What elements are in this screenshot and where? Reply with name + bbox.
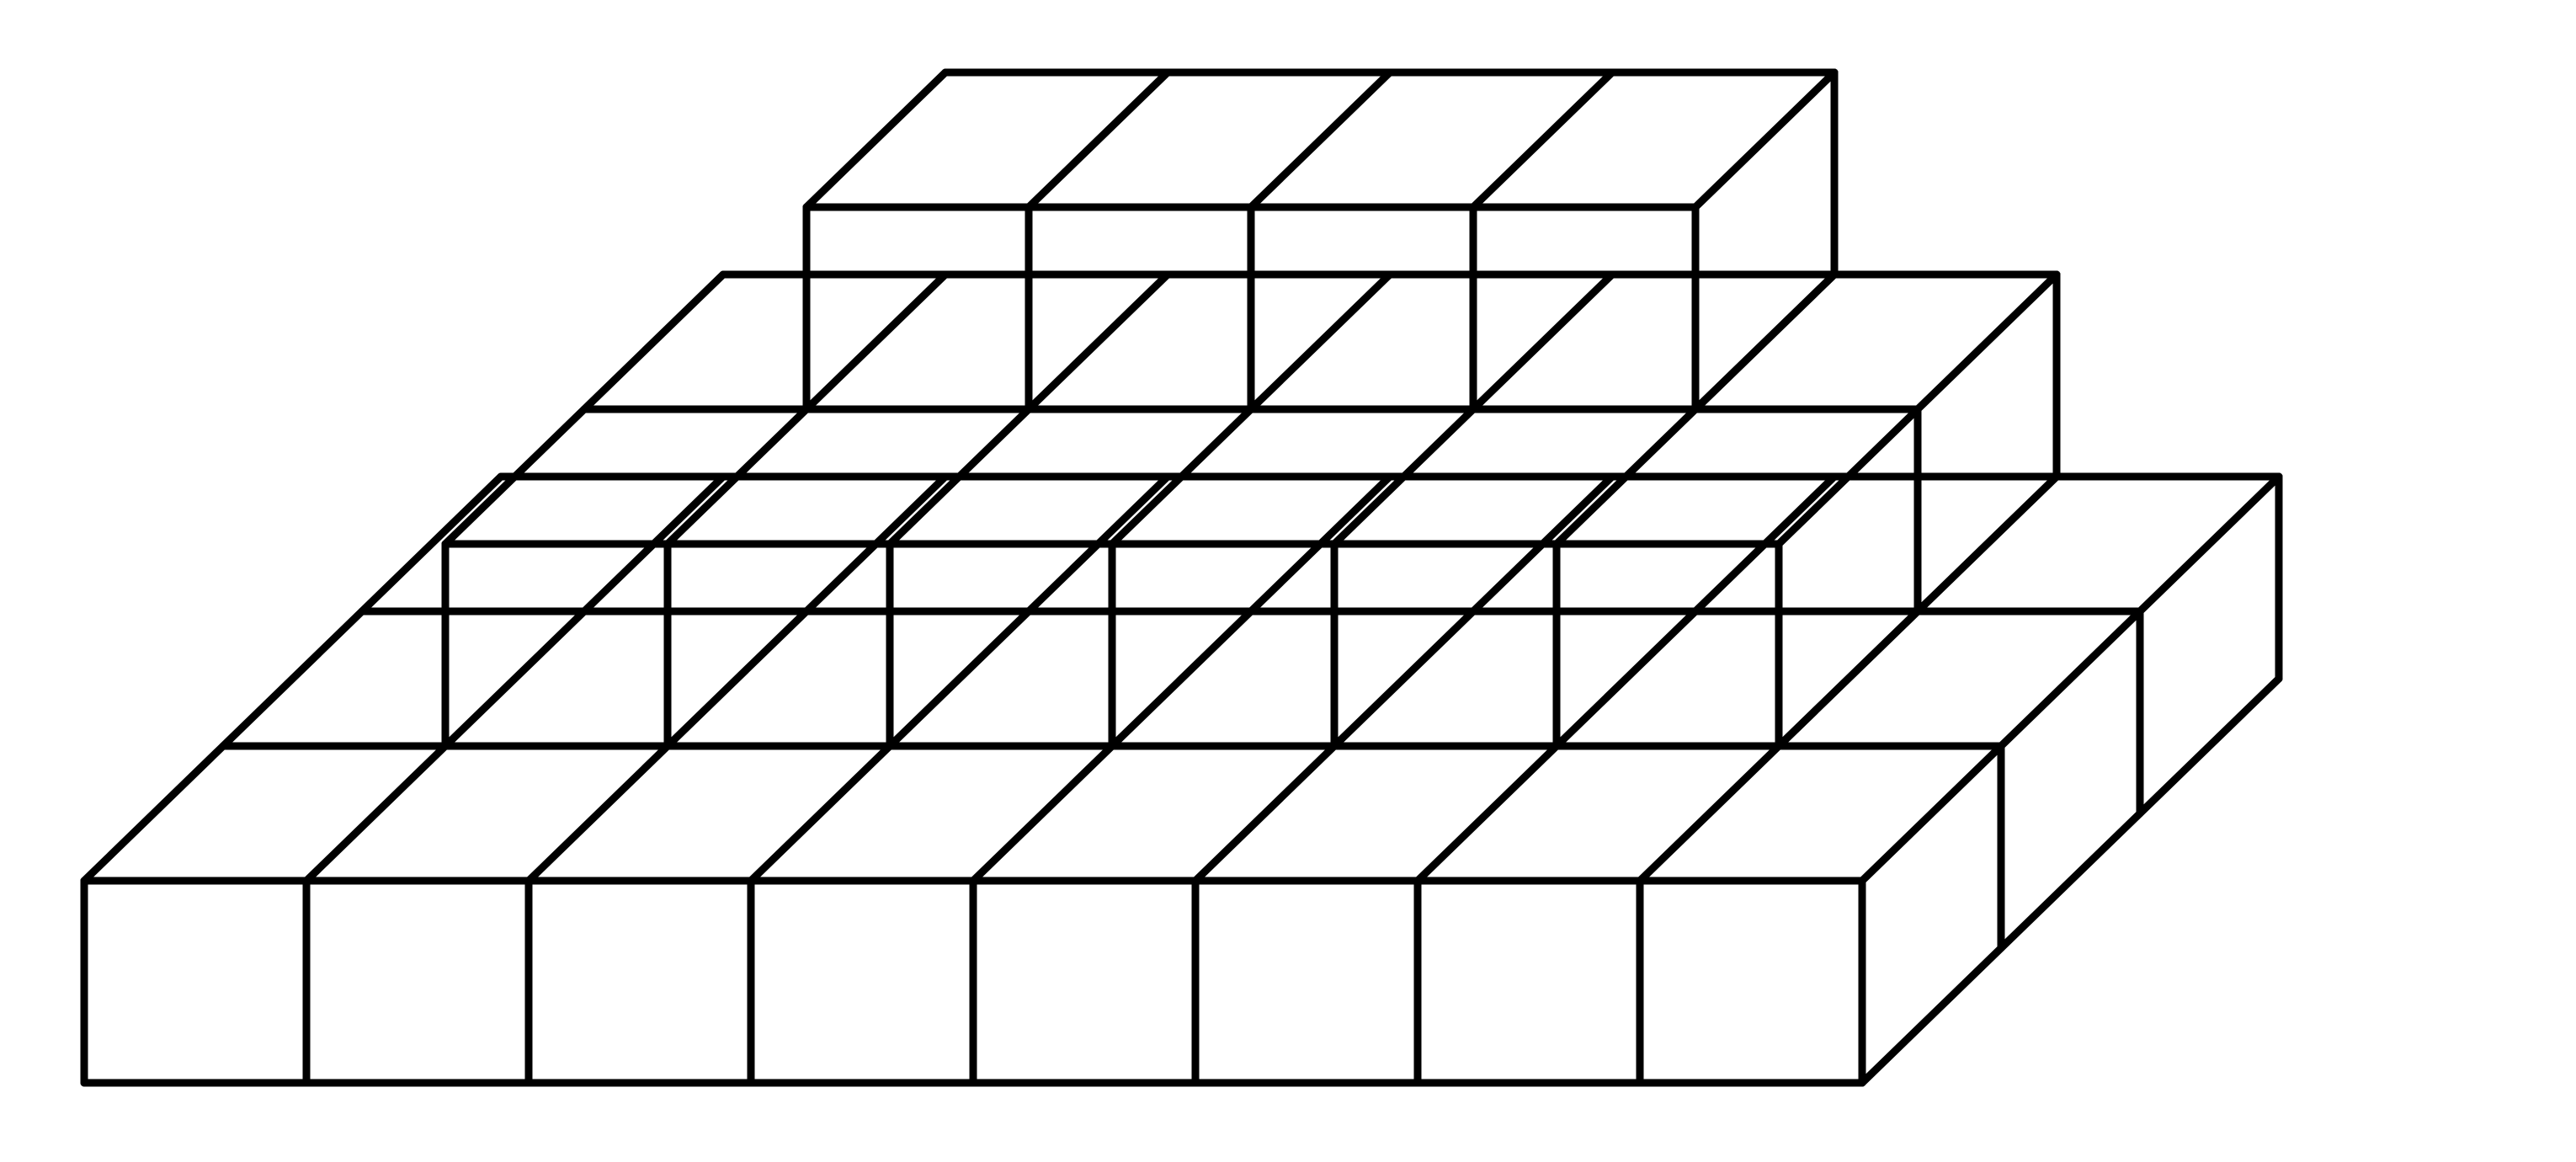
bottom-tier-top-depth-edge (747, 472, 1172, 885)
cube-edges (80, 68, 2283, 1087)
bottom-tier-top-depth-edge (1858, 472, 2283, 885)
bottom-tier-top-depth-edge (969, 472, 1394, 885)
bottom-tier-top-depth-edge (1413, 472, 1839, 885)
top-tier-top-depth-edge (1469, 68, 1616, 211)
top-tier-top-depth-edge (1691, 68, 1839, 211)
top-tier-top-depth-edge (802, 68, 950, 211)
bottom-tier-top-depth-edge (524, 472, 950, 885)
bottom-tier-top-depth-edge (1191, 472, 1616, 885)
top-tier-top-depth-edge (1025, 68, 1172, 211)
bottom-tier-top-depth-edge (80, 472, 505, 885)
top-tier-top-depth-edge (1247, 68, 1394, 211)
bottom-tier-top-depth-edge (302, 472, 727, 885)
bottom-tier-side-bottom-edge (1858, 674, 2283, 1087)
middle-tier-side-bottom-edge (1775, 472, 2061, 750)
top-tier-side-bottom-edge (1691, 270, 1839, 413)
